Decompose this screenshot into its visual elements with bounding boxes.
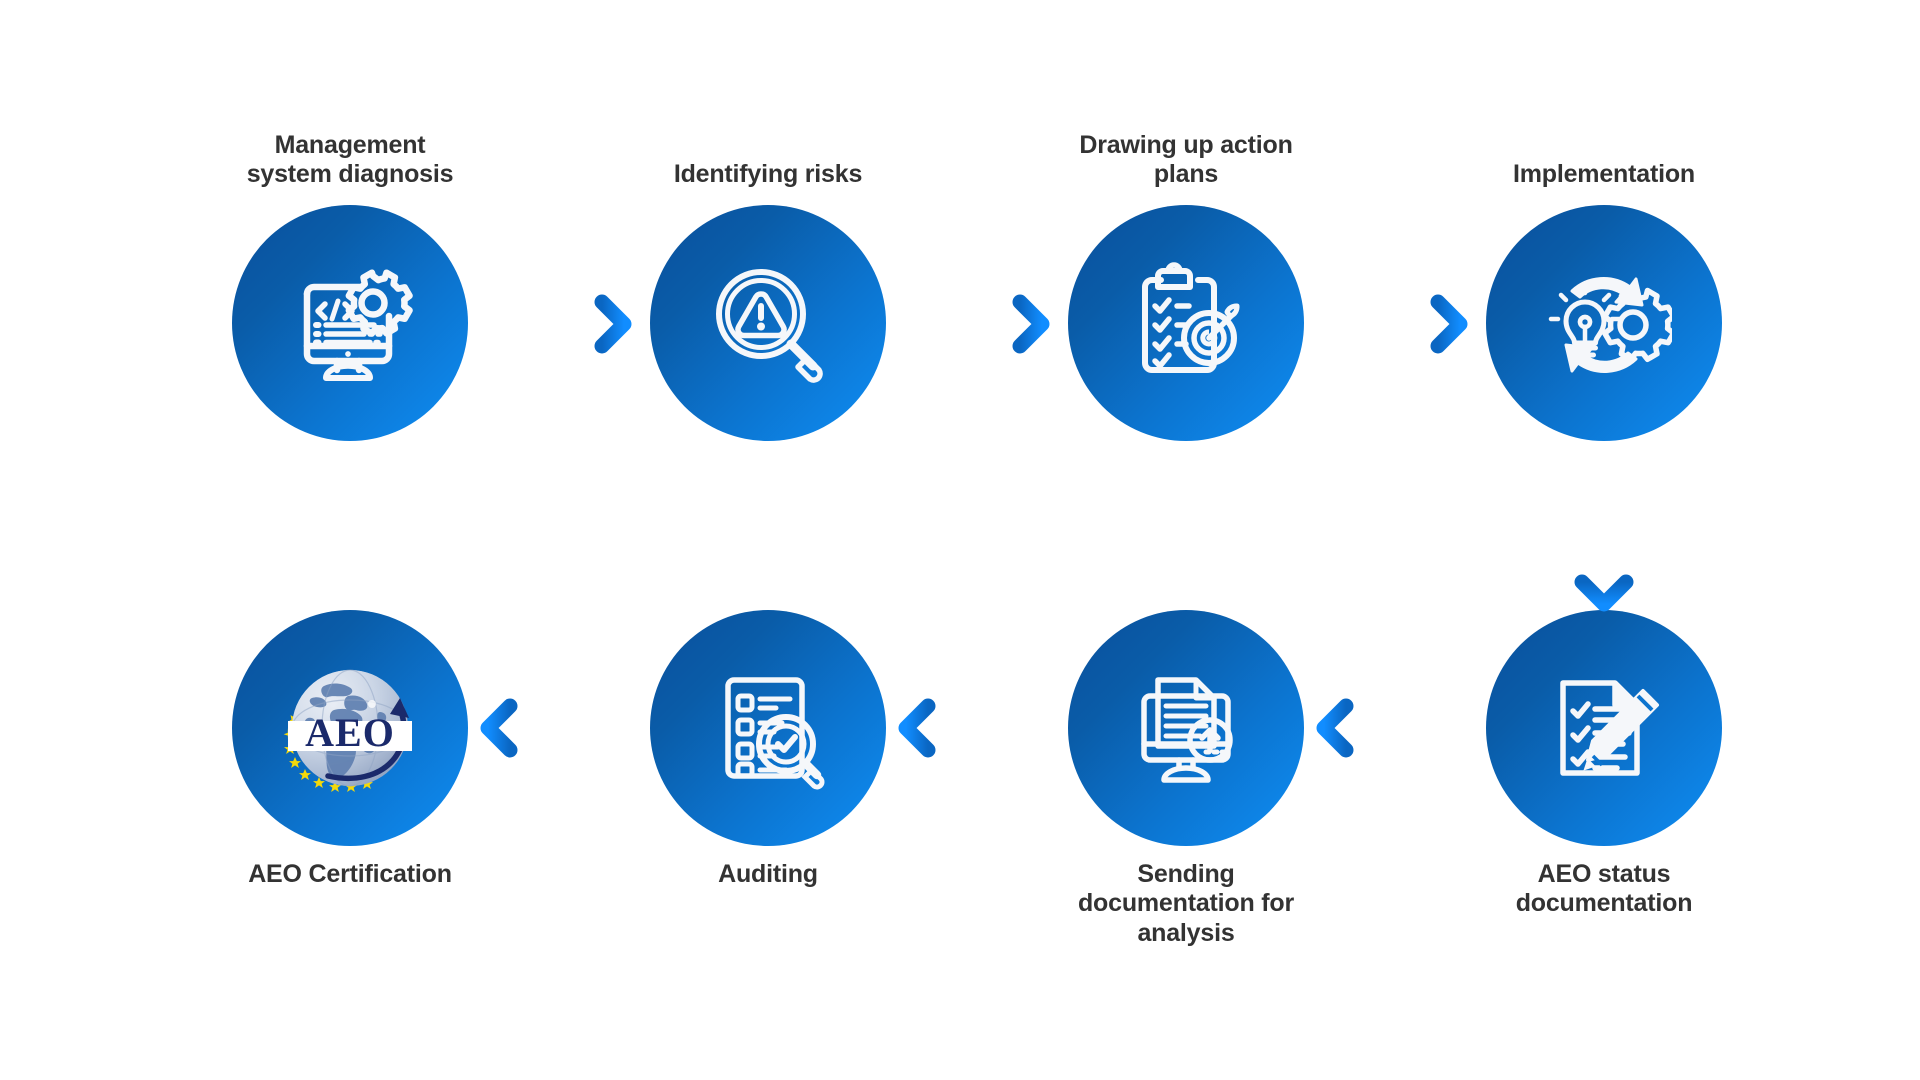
checklist-magnifier-check-icon — [725, 677, 825, 790]
monitor-document-upload-icon — [1141, 677, 1233, 783]
step-icon-circle-2 — [650, 205, 886, 441]
arrow-step1-to-step2 — [470, 294, 642, 354]
aeo-globe-logo: AEO — [283, 669, 412, 792]
aeo-logo-text: AEO — [305, 710, 395, 755]
step-node-drawing-up-action-plans[interactable]: Drawing up action plans — [1068, 131, 1304, 441]
step-node-aeo-status-documentation[interactable]: AEO status documentation — [1486, 610, 1722, 917]
lightbulb-gear-cycle-icon — [1548, 277, 1672, 373]
arrow-step4-to-step5 — [1574, 440, 1634, 620]
arrow-step3-to-step4 — [1306, 294, 1478, 354]
step-icon-circle-4 — [1486, 205, 1722, 441]
step-label-management-system-diagnosis: Management system diagnosis — [246, 130, 454, 188]
arrow-step5-to-step6 — [1306, 698, 1478, 758]
monitor-code-gear-icon — [303, 269, 413, 381]
step-node-identifying-risks[interactable]: Identifying risks — [650, 160, 886, 441]
step-label-implementation: Implementation — [1513, 159, 1695, 188]
step-node-auditing[interactable]: Auditing — [650, 610, 886, 888]
arrow-step2-to-step3 — [888, 294, 1060, 354]
arrow-step6-to-step7 — [888, 698, 1060, 758]
step-label-auditing: Auditing — [718, 860, 818, 888]
step-label-aeo-status-documentation: AEO status documentation — [1515, 860, 1693, 918]
step-node-implementation[interactable]: Implementation — [1486, 160, 1722, 441]
step-node-management-system-diagnosis[interactable]: Management system diagnosis — [232, 131, 468, 441]
arrow-step7-to-step8 — [470, 698, 642, 758]
step-node-aeo-certification[interactable]: AEO AEO Certification — [232, 610, 468, 888]
step-icon-circle-7 — [650, 610, 886, 846]
document-checklist-pencil-icon — [1560, 680, 1659, 776]
step-icon-circle-8: AEO — [232, 610, 468, 846]
step-icon-circle-5 — [1486, 610, 1722, 846]
step-label-identifying-risks: Identifying risks — [673, 159, 863, 188]
clipboard-target-icon — [1142, 262, 1240, 373]
step-icon-circle-6 — [1068, 610, 1304, 846]
step-icon-circle-1 — [232, 205, 468, 441]
step-node-sending-documentation-for-analysis[interactable]: Sending documentation for analysis — [1068, 610, 1304, 947]
magnifier-warning-icon — [716, 269, 823, 383]
step-label-aeo-certification: AEO Certification — [248, 860, 452, 888]
step-icon-circle-3 — [1068, 205, 1304, 441]
step-label-sending-documentation-for-analysis: Sending documentation for analysis — [1077, 860, 1295, 947]
step-label-drawing-up-action-plans: Drawing up action plans — [1079, 130, 1293, 188]
